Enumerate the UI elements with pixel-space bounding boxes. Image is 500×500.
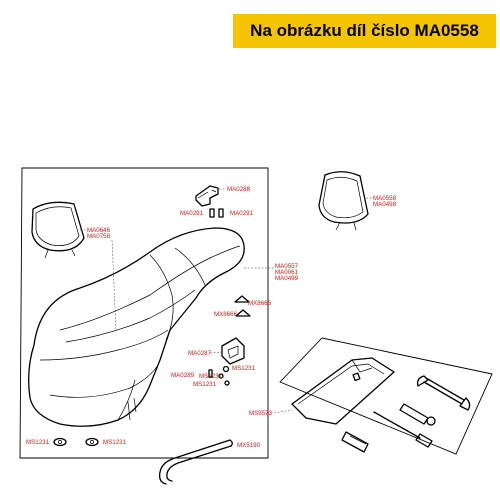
screw-ms1231-c	[224, 380, 230, 386]
tool-pouch	[291, 357, 395, 425]
label-mx8666-top: MX8666	[248, 300, 272, 307]
label-ma0498: MA0498	[373, 201, 397, 208]
latch-ma0287	[221, 337, 245, 365]
backrest-part-ma0558	[318, 171, 369, 231]
bracket-ma0288	[195, 185, 219, 207]
label-ms1231-c: MS1231	[193, 381, 217, 388]
screw-ma0289	[208, 369, 213, 378]
nut-ms1231-left	[53, 437, 67, 447]
label-ma0289: MA0289	[171, 372, 195, 379]
seat-assembly	[28, 227, 245, 427]
label-ms1231-b: MS1231	[199, 373, 223, 380]
bumper-mx8666-bottom	[235, 309, 251, 317]
main-parts-frame	[19, 167, 269, 459]
screw-ma0291-right	[218, 208, 224, 218]
label-ma0291-left: MA0291	[180, 210, 204, 217]
screw-ma0291-left	[209, 208, 215, 218]
label-ma0288: MA0288	[227, 186, 251, 193]
label-ma0061: MA0061	[275, 269, 299, 276]
nut-ms1231-mid	[85, 437, 99, 447]
label-ms1231-a: MS1231	[232, 365, 256, 372]
label-ms9573: MS9573	[249, 410, 273, 417]
hook-wrench-mx5190	[158, 439, 233, 485]
label-ma0291-right: MA0291	[230, 210, 254, 217]
label-ms1231-left: MS1231	[26, 439, 50, 446]
part-number-banner: Na obrázku díl číslo MA0558	[233, 14, 496, 48]
label-ma0558: MA0558	[373, 195, 397, 202]
screw-ms1231-b	[218, 373, 224, 379]
label-mx8666-bottom: MX8666	[214, 311, 238, 318]
socket-tool	[399, 403, 436, 426]
tool-kit-frame	[279, 337, 493, 455]
bumper-mx8666-top	[234, 295, 250, 303]
label-ma0557: MA0557	[275, 263, 299, 270]
label-ma0758: MA0758	[87, 233, 111, 240]
label-mx5190: MX5190	[237, 442, 261, 449]
screwdriver-handle	[341, 431, 369, 453]
screwdriver-tool	[373, 411, 433, 448]
label-ma0646: MA0646	[87, 227, 111, 234]
backrest-part-ma0646	[31, 201, 85, 259]
label-ms1231-mid: MS1231	[103, 439, 127, 446]
screw-ms1231-a	[222, 365, 230, 373]
banner-title: Na obrázku díl číslo MA0558	[250, 21, 479, 40]
label-ma0499: MA0499	[275, 275, 299, 282]
spanner-tool	[416, 375, 471, 411]
label-ma0287: MA0287	[188, 350, 212, 357]
